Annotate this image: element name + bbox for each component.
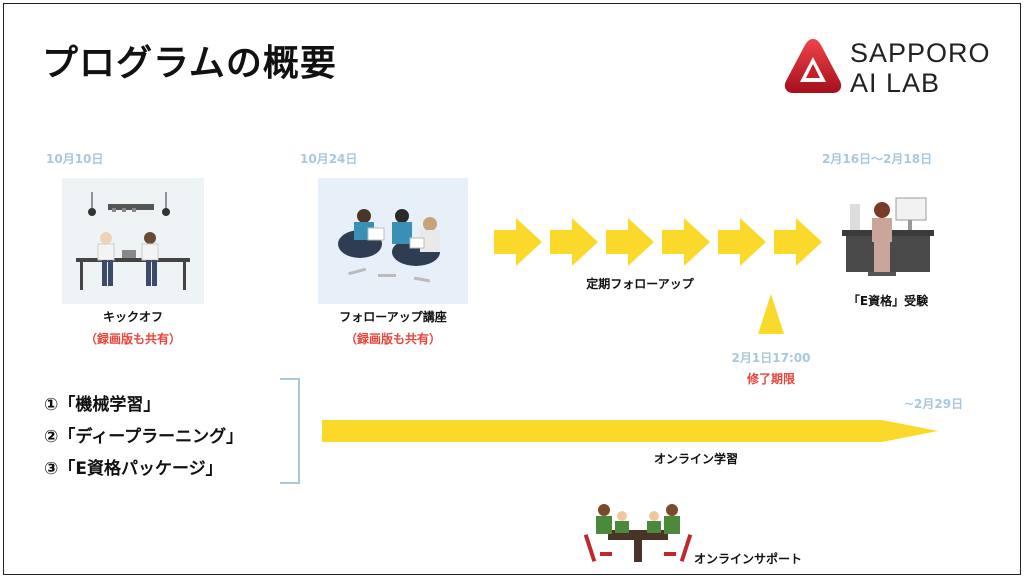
label-periodic-followup: 定期フォローアップ — [586, 277, 694, 291]
kickoff-illustration — [62, 178, 204, 304]
date-kickoff: 10月10日 — [46, 152, 104, 166]
date-online-end: ~2月29日 — [904, 397, 964, 411]
course-item: ①「機械学習」 — [44, 395, 161, 415]
red-triangle-logo-icon — [784, 39, 842, 93]
sapporo-ai-lab-logo: SAPPORO AI LAB — [782, 34, 1002, 100]
slide: プログラムの概要 SAPPORO AI LAB 10月10日 10月24日 2月… — [3, 3, 1021, 575]
page-title: プログラムの概要 — [42, 43, 337, 84]
date-deadline: 2月1日17:00 — [731, 351, 811, 365]
logo-text-line2: AI LAB — [850, 68, 941, 98]
date-followup: 10月24日 — [300, 152, 358, 166]
online-learning-arrow-icon — [322, 420, 938, 442]
note-deadline: 修了期限 — [746, 372, 795, 386]
followup-illustration — [318, 178, 468, 304]
note-kickoff-recording: （録画版も共有） — [84, 332, 181, 346]
label-kickoff: キックオフ — [102, 310, 163, 324]
course-item: ③「E資格パッケージ」 — [44, 459, 223, 479]
course-item: ②「ディープラーニング」 — [44, 427, 244, 447]
date-exam: 2月16日〜2月18日 — [822, 152, 933, 166]
online-support-illustration — [582, 496, 694, 568]
exam-illustration — [838, 190, 938, 286]
label-exam: 「E資格」受験 — [847, 294, 929, 308]
label-followup: フォローアップ講座 — [339, 310, 447, 324]
note-followup-recording: （録画版も共有） — [344, 332, 441, 346]
label-online-learning: オンライン学習 — [653, 452, 738, 466]
logo-text-line1: SAPPORO — [850, 38, 991, 68]
deadline-marker-icon — [758, 294, 784, 334]
label-online-support: オンラインサポート — [694, 552, 803, 566]
course-bracket — [280, 378, 300, 484]
